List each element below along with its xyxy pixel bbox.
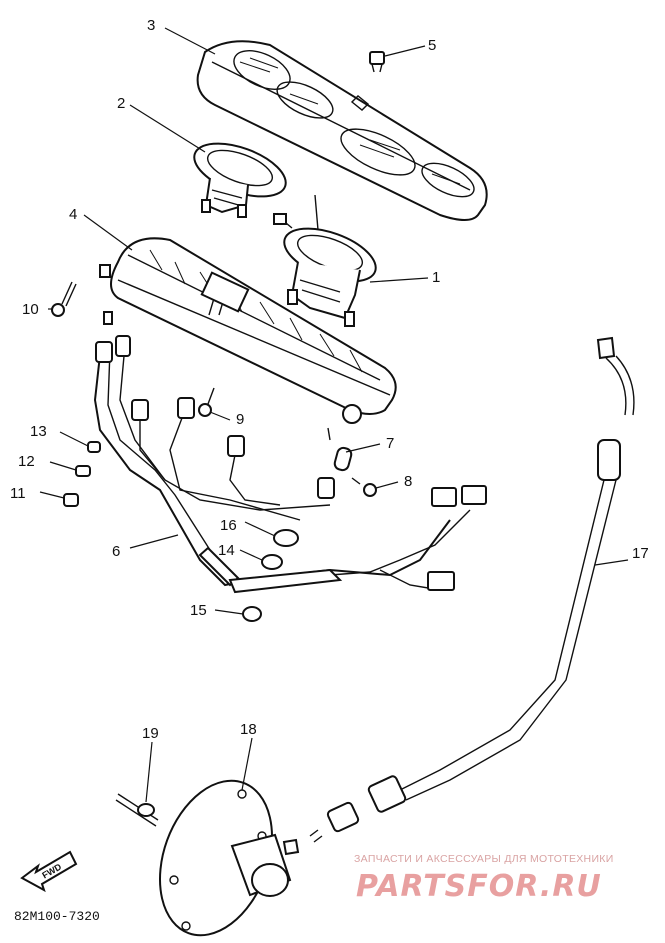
speedometer-cable-part xyxy=(309,336,635,843)
callout-labels: 3 5 2 4 1 10 9 13 12 11 6 7 8 16 14 15 1… xyxy=(10,17,649,742)
wire-harness-part xyxy=(93,335,487,594)
screw-part-9 xyxy=(198,387,215,417)
fwd-arrow-icon: FWD xyxy=(20,850,78,893)
callout-18: 18 xyxy=(240,721,257,738)
callout-15: 15 xyxy=(190,602,207,619)
clip-part xyxy=(350,51,385,111)
small-parts xyxy=(63,441,299,622)
speedometer-part xyxy=(273,194,377,327)
watermark-brand: PARTSFOR.RU xyxy=(356,869,602,904)
callout-11: 11 xyxy=(10,485,26,502)
callout-6: 6 xyxy=(112,543,120,560)
callout-8: 8 xyxy=(404,473,412,490)
callout-14: 14 xyxy=(218,542,235,559)
diagram-code: 82M100-7320 xyxy=(14,909,100,924)
screw-part-10 xyxy=(51,264,113,325)
callout-2: 2 xyxy=(117,95,125,112)
callout-12: 12 xyxy=(18,453,35,470)
meter-cover-part xyxy=(196,40,488,221)
leader-lines xyxy=(39,27,629,803)
tachometer-part xyxy=(193,142,287,218)
meter-gear-part xyxy=(158,779,300,937)
callout-5: 5 xyxy=(428,37,436,54)
callout-7: 7 xyxy=(386,435,394,452)
callout-19: 19 xyxy=(142,725,159,742)
callout-17: 17 xyxy=(632,545,649,562)
callout-13: 13 xyxy=(30,423,47,440)
callout-3: 3 xyxy=(147,17,155,34)
watermark: ЗАПЧАСТИ И АКСЕССУАРЫ ДЛЯ МОТОТЕХНИКИ PA… xyxy=(354,853,614,904)
callout-16: 16 xyxy=(220,517,237,534)
meter-case-part xyxy=(110,237,397,424)
pin-part xyxy=(115,793,159,827)
socket-part xyxy=(351,477,377,497)
callout-9: 9 xyxy=(236,411,244,428)
watermark-subtitle: ЗАПЧАСТИ И АКСЕССУАРЫ ДЛЯ МОТОТЕХНИКИ xyxy=(354,853,614,865)
callout-4: 4 xyxy=(69,206,77,223)
callout-10: 10 xyxy=(22,301,39,318)
callout-1: 1 xyxy=(432,269,440,286)
bulb-part xyxy=(327,427,353,472)
